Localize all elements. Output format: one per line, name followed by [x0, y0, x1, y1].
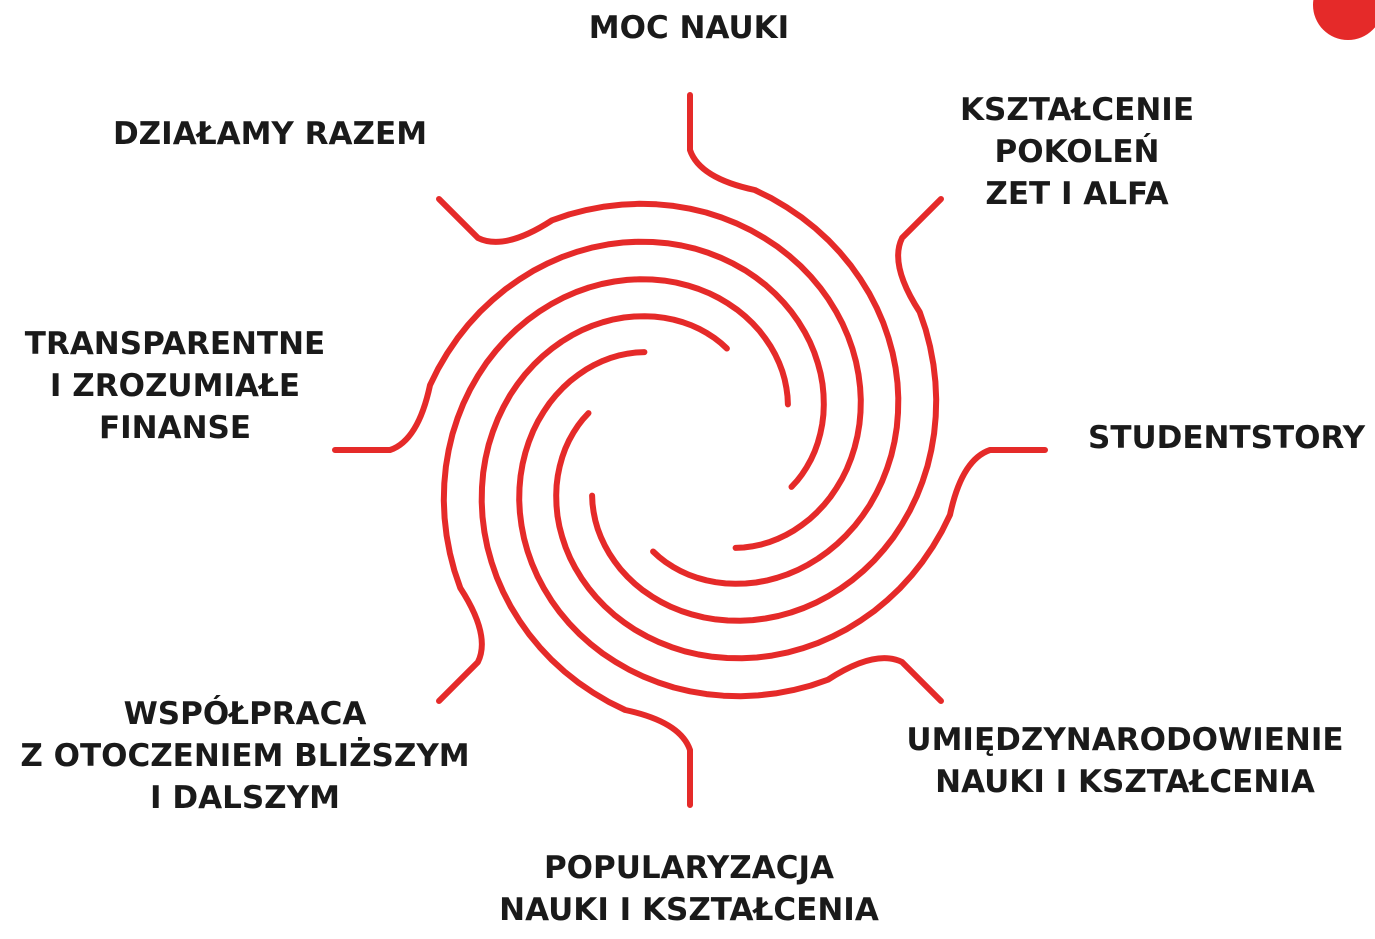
- spiral-arm: [650, 92, 902, 587]
- spiral-arm: [553, 410, 1048, 662]
- label-dzialamy-razem: DZIAŁAMY RAZEM: [70, 114, 470, 156]
- spiral-arm: [516, 349, 944, 704]
- label-line: POKOLEŃ: [994, 133, 1160, 170]
- label-line: I ZROZUMIAŁE: [49, 367, 301, 404]
- spiral-arm: [436, 196, 864, 551]
- label-line: I DALSZYM: [150, 779, 340, 816]
- label-line: Z OTOCZENIEM BLIŻSZYM: [20, 737, 470, 774]
- label-line: STUDENTSTORY: [1088, 420, 1366, 456]
- spiral-arm: [332, 238, 827, 490]
- label-line: MOC NAUKI: [588, 10, 790, 46]
- label-line: ZET I ALFA: [985, 175, 1169, 212]
- label-line: TRANSPARENTNE: [24, 326, 326, 362]
- label-umiedzynarodowienie: UMIĘDZYNARODOWIENIE NAUKI I KSZTAŁCENIA: [880, 720, 1370, 804]
- label-line: DZIAŁAMY RAZEM: [112, 116, 428, 152]
- label-line: UMIĘDZYNARODOWIENIE: [906, 722, 1344, 758]
- label-line: NAUKI I KSZTAŁCENIA: [935, 763, 1315, 800]
- label-line: WSPÓŁPRACA: [123, 696, 367, 732]
- label-popularyzacja: POPULARYZACJA NAUKI I KSZTAŁCENIA: [449, 848, 929, 932]
- spiral-arm: [436, 276, 791, 704]
- label-line: POPULARYZACJA: [543, 850, 835, 886]
- label-transparentne-finanse: TRANSPARENTNE I ZROZUMIAŁE FINANSE: [0, 324, 350, 450]
- label-wspolpraca: WSPÓŁPRACA Z OTOCZENIEM BLIŻSZYM I DALSZ…: [0, 694, 490, 820]
- label-ksztalcenie-pokolen: KSZTAŁCENIE POKOLEŃ ZET I ALFA: [912, 90, 1242, 216]
- spiral-arm: [478, 313, 730, 808]
- label-line: NAUKI I KSZTAŁCENIA: [499, 891, 879, 928]
- label-studentstory: STUDENTSTORY: [1088, 418, 1365, 460]
- label-line: KSZTAŁCENIE: [959, 92, 1195, 128]
- spiral-arm: [589, 196, 944, 624]
- label-line: FINANSE: [98, 409, 252, 446]
- label-moc-nauki: MOC NAUKI: [489, 8, 889, 50]
